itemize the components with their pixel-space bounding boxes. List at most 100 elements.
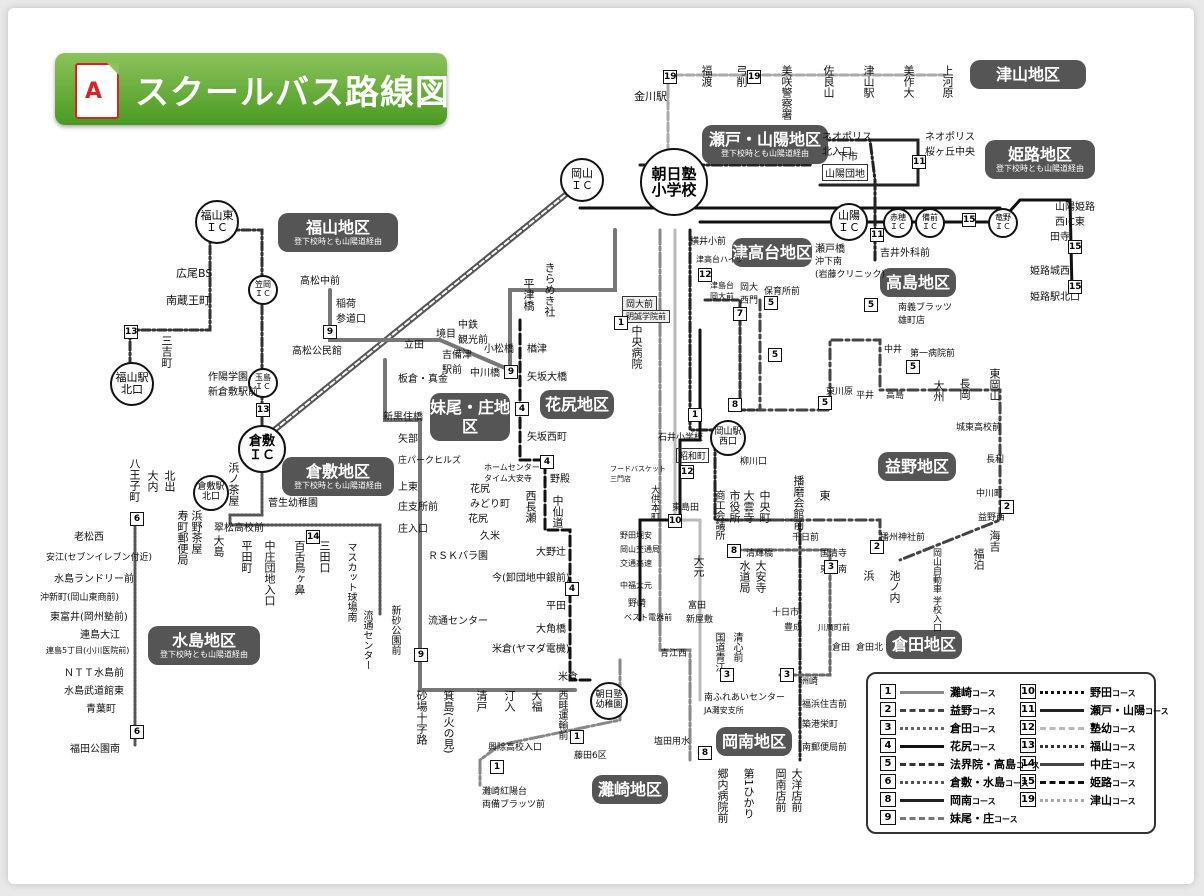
title-banner[interactable]: A スクールバス路線図: [55, 53, 450, 125]
stop: 長利: [986, 455, 1005, 465]
legend-number: 4: [880, 738, 896, 753]
stop: 野崎: [628, 599, 647, 609]
legend-label: 灘崎コース: [950, 686, 996, 699]
stop: 新黒住橋: [383, 412, 423, 423]
node-tamashima-ic: 玉島 ＩＣ: [248, 368, 278, 398]
stop: 市役所: [728, 490, 741, 523]
stop: 中仙道: [551, 495, 564, 528]
stop: 中川橋: [470, 368, 500, 379]
stop: 山陽姫路 西IC東: [1055, 202, 1095, 228]
stop: 吉備津 駅前: [442, 350, 472, 376]
stop: 福田公園南: [70, 744, 120, 755]
stop: ベスト電器前: [624, 613, 673, 622]
stop: 西畦運輸前: [556, 690, 567, 740]
stop: 大安寺: [754, 560, 767, 593]
legend-number: 11: [1020, 702, 1036, 717]
stop: 洲崎: [800, 677, 819, 687]
region-masuno: 益野地区: [878, 452, 956, 482]
stop: 姫路駅北口: [1030, 292, 1080, 303]
legend-label: 中庄コース: [1090, 758, 1136, 771]
course-badge: 12: [698, 268, 712, 282]
stop: 美作大: [902, 65, 915, 98]
stop: 池ノ内: [888, 570, 901, 603]
stop: 津島台 岡大前: [710, 281, 734, 301]
legend-number: 1: [880, 684, 896, 699]
stop: 南蔵王町: [166, 294, 210, 307]
stop: 郷内病院前: [716, 768, 729, 823]
legend-number: 8: [880, 792, 896, 807]
stop: 南義ブラッツ 雄町店: [898, 303, 953, 326]
stop: 庄入口: [398, 524, 428, 535]
stop: 大州: [932, 380, 945, 402]
stop: ＲＳＫバラ園: [428, 551, 488, 562]
legend-label: 倉敷・水島コース: [950, 776, 1029, 789]
stop: 中鉄 観光前: [458, 320, 488, 346]
stop: 浜ノ茶屋: [227, 462, 240, 506]
course-badge: 5: [864, 298, 878, 312]
legend-line: [900, 817, 944, 820]
stop: 浜野茶屋: [190, 510, 203, 554]
stop: 岡大前: [622, 296, 658, 311]
stop: 第一病院前: [910, 349, 956, 359]
legend-line: [1040, 709, 1084, 712]
course-badge: 5: [768, 348, 782, 362]
stop: 明誠学院前: [622, 310, 670, 323]
stop: 庄支所前: [398, 502, 438, 513]
stop: 菅生幼稚園: [268, 498, 318, 509]
course-badge: 3: [720, 668, 734, 682]
stop: 中央病院: [630, 325, 643, 369]
stop: 岡南店前: [774, 768, 787, 812]
page-title: スクールバス路線図: [135, 73, 450, 113]
stop: 瀬戸橋: [815, 244, 845, 255]
legend-label: 野田コース: [1090, 686, 1136, 699]
stop: 清心前: [731, 632, 742, 662]
stop: 南ふれあいセンター: [704, 693, 786, 703]
region-nadasaki: 灘崎地区: [592, 775, 668, 805]
stop: 金川駅: [634, 90, 667, 103]
node-bizen-ic: 備前 ＩＣ: [915, 208, 945, 238]
stop: 大福: [530, 690, 543, 712]
node-fukuyama-eki: 福山駅 北口: [110, 362, 154, 406]
course-badge: 12: [680, 465, 694, 479]
course-badge: 15: [1068, 280, 1082, 294]
legend-line: [900, 727, 944, 730]
stop: 平田: [546, 601, 566, 612]
stop: 商工会議所: [713, 490, 724, 540]
stop: 興除高校入口: [488, 743, 543, 753]
stop: 翠松高校前: [214, 523, 264, 534]
legend-number: 12: [1020, 720, 1036, 735]
pdf-icon: A: [75, 63, 119, 119]
stop: 昭和町: [676, 448, 710, 463]
node-fukuyama-higashi-ic: 福山東 ＩＣ: [195, 200, 239, 244]
stop: 中川町: [976, 489, 1004, 499]
stop: 田寺: [1050, 232, 1070, 243]
region-fukuyama: 福山地区登下校時とも山陽道経由: [278, 213, 398, 252]
legend-line: [900, 763, 944, 766]
legend-label: 岡南コース: [950, 794, 996, 807]
stop: 平津橋: [522, 278, 535, 311]
legend-label: 福山コース: [1090, 740, 1136, 753]
course-badge: 8: [728, 398, 742, 412]
node-okayama-ic: 岡山 ＩＣ: [560, 158, 604, 202]
region-himeji: 姫路地区登下校時とも山陽道経由: [985, 140, 1095, 179]
stop: 西長瀬: [524, 490, 537, 523]
stop: 交通高速: [620, 559, 652, 568]
course-badge: 9: [323, 325, 337, 339]
region-mizushima: 水島地区登下校時とも山陽道経由: [148, 626, 260, 665]
stop: 安江(セブンイレブン付近): [46, 553, 153, 563]
region-senoo: 妹尾・庄地区: [430, 393, 510, 442]
stop: 岡山自動車 学校入口: [931, 548, 941, 632]
stop: 水島ランドリー前: [54, 574, 134, 585]
stop: 稲荷 参道口: [336, 299, 366, 325]
stop: 連島5丁目(小川医院前): [46, 646, 130, 655]
stop: 塩田用水: [654, 737, 691, 747]
stop: 野殿: [550, 474, 570, 485]
stop: 豊成: [784, 623, 803, 633]
legend-label: 瀬戸・山陽コース: [1090, 704, 1169, 717]
stop: 富田: [688, 601, 707, 611]
stop: 三田口: [318, 540, 331, 573]
stop: 福渡: [700, 65, 713, 87]
